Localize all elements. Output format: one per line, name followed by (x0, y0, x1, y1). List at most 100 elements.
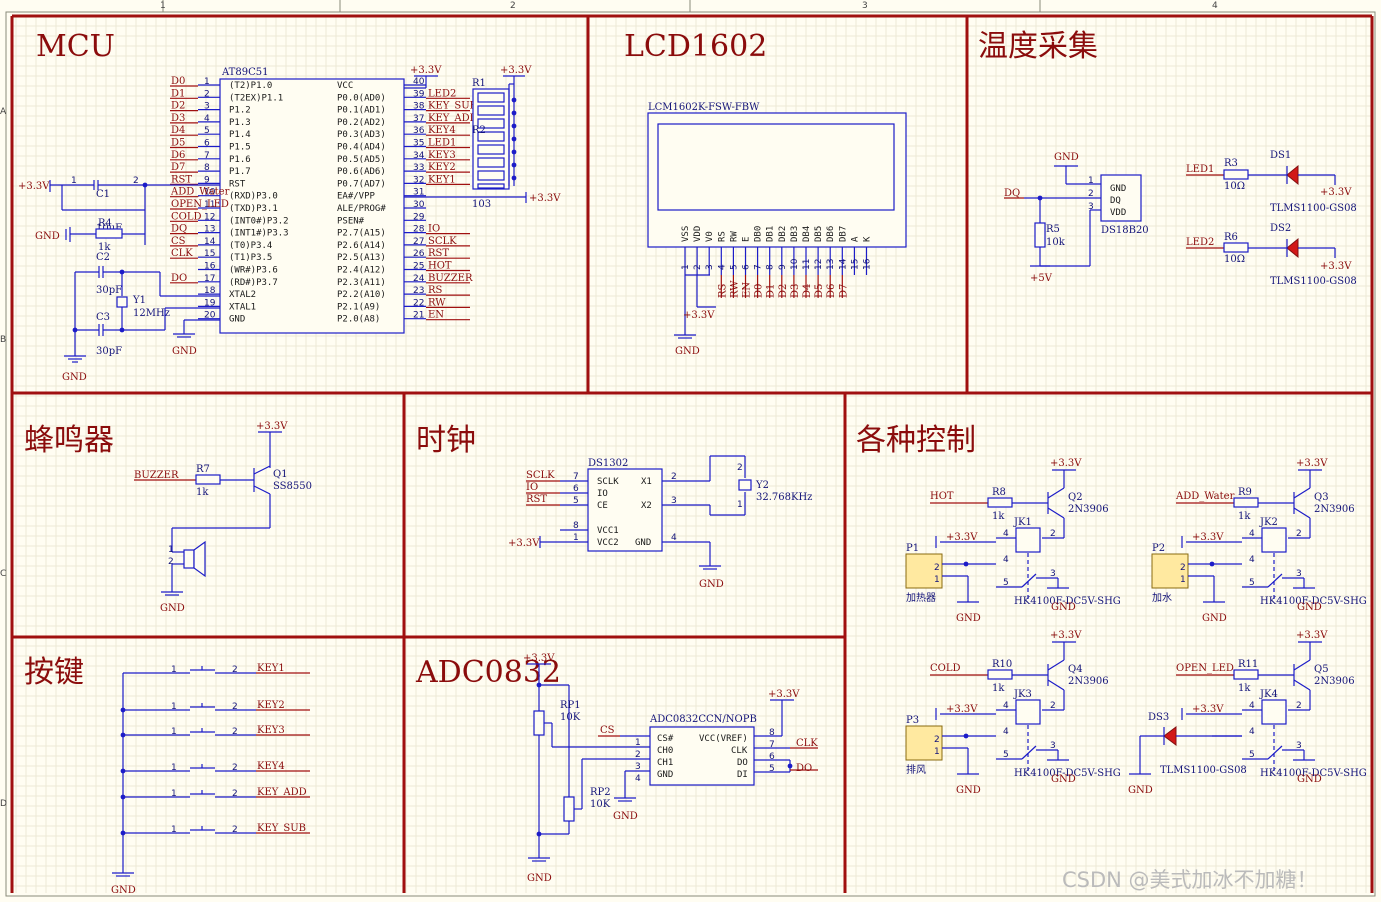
mcu-left-pin-num: 10 (204, 188, 216, 198)
svg-text:2: 2 (1296, 529, 1302, 539)
r6-resistor[interactable] (1223, 242, 1249, 253)
control-net: HOT (930, 491, 954, 502)
control-resistor[interactable] (1233, 669, 1259, 680)
relay-coil[interactable] (1015, 699, 1041, 725)
ds2-led[interactable] (1286, 237, 1299, 259)
relay-label: JK3 (1013, 689, 1032, 700)
adc-do-net: DO (796, 763, 812, 774)
r4-resistor[interactable] (95, 228, 123, 239)
mcu-left-pin-num: 19 (204, 298, 216, 308)
r4-label: R4 (98, 218, 112, 229)
control-transistor-label: Q5 (1314, 664, 1329, 675)
r5-resistor[interactable] (1034, 222, 1046, 248)
control-resistor-value: 1k (992, 683, 1005, 694)
control-transistor-label: Q2 (1068, 492, 1083, 503)
adc0832-chip[interactable] (649, 726, 755, 786)
connector-label: P1 (906, 543, 919, 554)
svg-text:2: 2 (671, 472, 677, 482)
lcd-pin-num: 4 (717, 264, 727, 270)
mcu-right-pin-label: P2.4(A12) (337, 266, 386, 276)
r1-resistor-pack[interactable] (472, 76, 515, 190)
svg-text:VCC1: VCC1 (597, 526, 619, 536)
mcu-left-pin-label: RST (229, 179, 246, 189)
relay-coil[interactable] (1261, 699, 1287, 725)
control-resistor[interactable] (987, 669, 1013, 680)
adc-vcc: +3.3V (523, 653, 555, 664)
mcu-right-pin-num: 26 (413, 249, 425, 259)
mcu-left-pin-num: 9 (204, 175, 210, 185)
control-vcc: +3.3V (1050, 458, 1082, 469)
svg-text:2: 2 (232, 665, 238, 675)
r3-resistor[interactable] (1223, 169, 1249, 180)
control-resistor[interactable] (987, 497, 1013, 508)
mcu-right-pin-num: 23 (413, 286, 424, 296)
clock-block: DS1302 SCLK IO RST +3.3V 7 6 5 8 1 SCLK … (508, 455, 812, 590)
svg-text:CH0: CH0 (657, 746, 673, 756)
mcu-left-pin-label: P1.5 (229, 143, 251, 153)
ds1-led[interactable] (1286, 164, 1299, 186)
connector-header[interactable] (1151, 553, 1189, 589)
r7-value: 1k (196, 487, 209, 498)
control-resistor[interactable] (1233, 497, 1259, 508)
mcu-left-pin-num: 4 (204, 114, 210, 124)
mcu-left-pin-label: (INT1#)P3.3 (229, 229, 289, 239)
mcu-left-pin-label: P1.6 (229, 155, 251, 165)
svg-text:3: 3 (1296, 741, 1302, 751)
key-net: KEY1 (257, 663, 285, 674)
ea-vcc-label: +3.3V (529, 193, 561, 204)
mcu-right-pin-num: 32 (413, 175, 424, 185)
mcu-left-net: D6 (171, 150, 185, 161)
mcu-right-net: BUZZER (428, 273, 473, 284)
ds3-gnd: GND (1128, 785, 1153, 796)
mcu-right-pin-num: 22 (413, 298, 424, 308)
adc-cs-net: CS (600, 725, 615, 736)
mcu-left-net: CS (171, 236, 186, 247)
rp2-potentiometer[interactable] (563, 796, 575, 822)
y1-crystal[interactable] (116, 296, 128, 308)
svg-text:4: 4 (1249, 529, 1255, 539)
buzzer-speaker[interactable] (183, 549, 195, 569)
mcu-right-pin-label: P0.1(AD1) (337, 106, 386, 116)
r1-vcc-label: +3.3V (500, 65, 532, 76)
watermark: CSDN @美式加冰不加糖！ (1062, 868, 1318, 892)
relay-coil[interactable] (1015, 527, 1041, 553)
mcu-left-pin-num: 20 (204, 311, 216, 321)
lcd-pin-num: 1 (681, 264, 691, 270)
mcu-left-net: D3 (171, 113, 185, 124)
clock-vcc: +3.3V (508, 538, 540, 549)
svg-text:1: 1 (934, 575, 940, 585)
svg-text:2: 2 (737, 463, 743, 473)
rp1-potentiometer[interactable] (533, 710, 545, 736)
mcu-right-net: KEY2 (428, 162, 456, 173)
relay-gnd: GND (1297, 774, 1322, 785)
svg-text:4: 4 (1003, 555, 1009, 565)
mcu-right-pin-num: 30 (413, 200, 425, 210)
mcu-left-pin-num: 7 (204, 151, 210, 161)
connector-header[interactable] (905, 553, 943, 589)
relay-coil[interactable] (1261, 527, 1287, 553)
mcu-right-net: RS (428, 285, 443, 296)
lcd-pin-label: DB2 (778, 226, 788, 242)
svg-text:1: 1 (573, 533, 579, 543)
lcd-pins: VSS1VDD2V03RS4RSRW5RWE6ENDB07D0DB18D1DB2… (681, 226, 873, 298)
mcu-left-net: D5 (171, 138, 185, 149)
svg-text:7: 7 (769, 740, 775, 750)
svg-text:1: 1 (934, 747, 940, 757)
connector-header[interactable] (905, 725, 943, 761)
r2-label: R2 (472, 125, 486, 136)
lcd-pin-net: D0 (754, 284, 765, 298)
y2-crystal[interactable] (738, 479, 752, 491)
mcu-chip-body[interactable] (219, 78, 405, 334)
svg-text:2: 2 (1050, 701, 1056, 711)
r7-resistor[interactable] (195, 474, 221, 485)
ds1302-chip[interactable] (587, 468, 663, 552)
r1-label: R1 (472, 78, 486, 89)
